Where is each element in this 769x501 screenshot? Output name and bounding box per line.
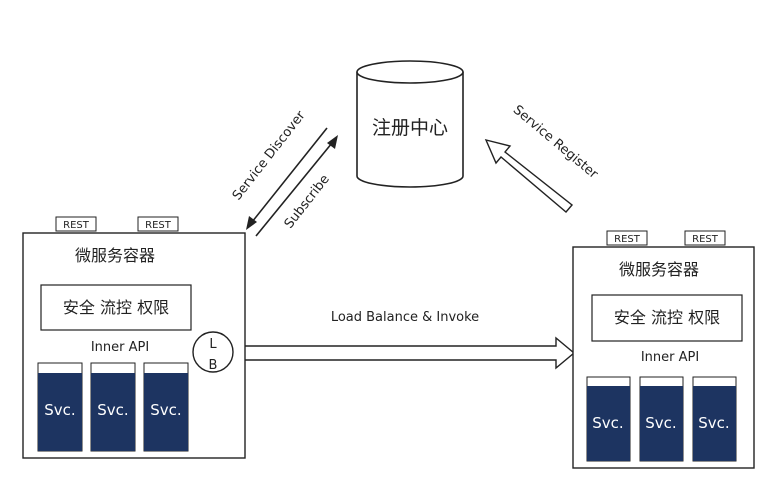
lb-circle: L B (192, 331, 234, 373)
right-rest-1: REST (614, 234, 641, 245)
right-title: 微服务容器 (619, 260, 699, 279)
discover-label: Service Discover (230, 108, 309, 203)
left-title: 微服务容器 (75, 246, 155, 265)
registry-label: 注册中心 (372, 117, 448, 139)
left-svc-2: Svc. (97, 401, 128, 419)
left-rest-2: REST (145, 220, 172, 231)
registry-cylinder: 注册中心 (356, 60, 464, 188)
right-rest-2: REST (692, 234, 719, 245)
left-container: REST REST 微服务容器 安全 流控 权限 Inner API Svc. … (22, 216, 246, 459)
invoke-arrow (233, 336, 576, 370)
left-inner-api: Inner API (91, 340, 149, 355)
subscribe-label: Subscribe (282, 172, 333, 232)
lb-label-top: L (209, 337, 217, 352)
left-svc-1: Svc. (44, 401, 75, 419)
subscribe-arrow (255, 135, 338, 237)
right-svc-2: Svc. (645, 414, 676, 432)
right-svc-3: Svc. (698, 414, 729, 432)
right-svc-1: Svc. (592, 414, 623, 432)
discover-arrow (246, 127, 328, 230)
right-inner-api: Inner API (641, 350, 699, 365)
invoke-label: Load Balance & Invoke (331, 310, 479, 325)
register-arrow (484, 138, 574, 213)
lb-label-bottom: B (209, 358, 218, 373)
left-svc-3: Svc. (150, 401, 181, 419)
left-features: 安全 流控 权限 (63, 298, 169, 317)
right-container: REST REST 微服务容器 安全 流控 权限 Inner API Svc. … (572, 230, 755, 469)
right-features: 安全 流控 权限 (614, 308, 720, 327)
left-rest-1: REST (63, 220, 90, 231)
